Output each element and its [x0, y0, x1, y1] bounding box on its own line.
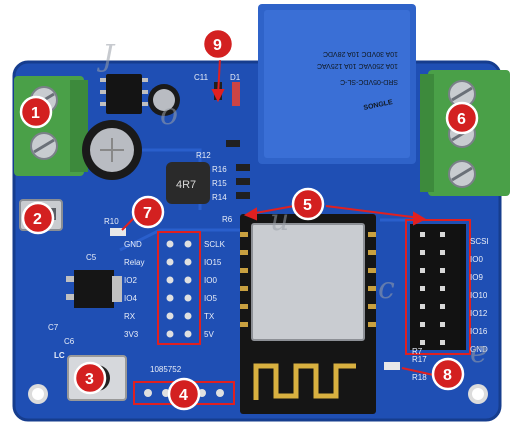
ref-label: C5: [86, 253, 97, 262]
relay: SRD-05VDC-SL-C 10A 250VAC 10A 125VAC 10A…: [258, 4, 416, 164]
silk-label: Relay: [124, 258, 144, 267]
silk-label: TX: [204, 312, 215, 321]
center-header: [157, 231, 201, 345]
silk-label: 3V3: [124, 330, 139, 339]
capacitor-large: [82, 120, 142, 180]
right-pin-header: SCSI IO0 IO9 IO10 IO12 IO16 GND: [405, 219, 489, 355]
ref-label: R10: [104, 217, 119, 226]
inductor-label: 4R7: [176, 179, 196, 191]
pcb-antenna: [253, 363, 356, 400]
silk-label: SCLK: [204, 240, 226, 249]
svg-text:3: 3: [85, 371, 94, 388]
ref-label: R6: [222, 215, 233, 224]
ref-label: R18: [412, 373, 427, 382]
mounting-hole-br: [468, 384, 488, 404]
silk-label: IO0: [470, 255, 483, 264]
relay-rating-2: 10A 30VDC 10A 28VDC: [323, 50, 398, 57]
ref-label: R16: [212, 165, 227, 174]
marker-8: 8: [431, 357, 465, 391]
ref-label: R14: [212, 193, 227, 202]
annotation-arrows: [121, 57, 439, 377]
relay-model: SRD-05VDC-SL-C: [340, 78, 398, 85]
silk-label: IO10: [470, 291, 488, 300]
marker-3: 3: [73, 361, 107, 395]
ic-chip-top: [100, 74, 148, 114]
silk-label: RX: [124, 312, 136, 321]
wifi-module: [240, 214, 376, 414]
marker-2: 2: [21, 201, 55, 235]
silk-label: 5V: [204, 330, 214, 339]
status-led: [110, 228, 400, 370]
silk-label: IO15: [204, 258, 222, 267]
silk-label: IO16: [470, 327, 488, 336]
ref-label: C6: [64, 337, 75, 346]
svg-text:1: 1: [31, 105, 40, 122]
silk-label: IO2: [124, 276, 137, 285]
right-header-labels: SCLK IO15 IO0 IO5 TX 5V: [204, 240, 226, 339]
ref-label: D1: [230, 73, 241, 82]
ref-label: R7: [412, 347, 423, 356]
terminal-block-left: [14, 76, 88, 176]
silk-label: SCSI: [470, 237, 489, 246]
svg-text:o: o: [160, 97, 178, 132]
capacitor-small: [148, 84, 180, 116]
silk-label: IO0: [204, 276, 217, 285]
marker-1: 1: [19, 95, 53, 129]
svg-text:5: 5: [303, 197, 312, 214]
svg-text:u: u: [270, 203, 289, 238]
reference-designators: C11 D1 R12 R16 R15 R14 R17 R18 R10 C5 C7…: [48, 73, 427, 382]
silk-label: IO4: [124, 294, 137, 303]
svg-text:6: 6: [457, 111, 466, 128]
lc-logo: LC: [54, 351, 65, 360]
ref-label: R15: [212, 179, 227, 188]
svg-text:9: 9: [213, 37, 222, 54]
ref-label: C11: [194, 73, 209, 82]
svg-text:e: e: [470, 335, 488, 370]
relay-rating-1: 10A 250VAC 10A 125VAC: [317, 62, 398, 69]
inductor: 4R7: [166, 162, 210, 204]
svg-text:c: c: [378, 271, 395, 306]
svg-text:2: 2: [33, 211, 42, 228]
left-header-labels: GND Relay IO2 IO4 RX 3V3: [124, 240, 144, 339]
marker-9: 9: [201, 27, 235, 61]
silk-label: GND: [124, 240, 142, 249]
part-number: 1085752: [150, 365, 182, 374]
mounting-hole-bl: [28, 384, 48, 404]
silk-label: IO5: [204, 294, 217, 303]
svg-text:8: 8: [443, 367, 452, 384]
svg-text:4: 4: [179, 387, 188, 404]
silk-label: IO12: [470, 309, 488, 318]
ref-label: R17: [412, 355, 427, 364]
voltage-regulator: [66, 270, 122, 308]
ref-label: C7: [48, 323, 59, 332]
svg-text:7: 7: [143, 205, 152, 222]
silk-label: IO9: [470, 273, 483, 282]
marker-5: 5: [291, 187, 325, 221]
ref-label: R12: [196, 151, 211, 160]
marker-4: 4: [167, 377, 201, 411]
silk-label: GND: [470, 345, 488, 354]
marker-7: 7: [131, 195, 165, 229]
marker-6: 6: [445, 101, 479, 135]
